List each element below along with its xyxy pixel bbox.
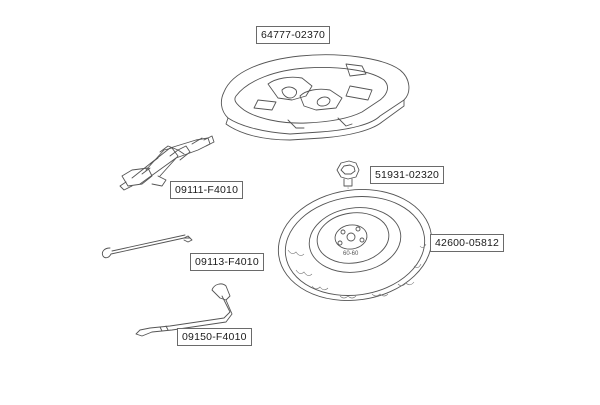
tool-tray-drawing bbox=[220, 54, 410, 141]
spare-tire-drawing: 60-60 bbox=[277, 189, 433, 301]
part-label-spare-tire: 42600-05812 bbox=[430, 234, 505, 252]
part-label-tray: 64777-02370 bbox=[256, 26, 331, 44]
part-label-lug-nut: 51931-02320 bbox=[370, 166, 445, 184]
part-label-wheel-wrench: 09150-F4010 bbox=[177, 328, 252, 346]
wheel-wrench-drawing bbox=[135, 283, 233, 337]
rim-marking: 60-60 bbox=[343, 251, 359, 257]
part-label-jack: 09111-F4010 bbox=[170, 181, 244, 199]
part-label-jack-handle: 09113-F4010 bbox=[190, 253, 264, 271]
jack-handle-drawing bbox=[101, 234, 193, 259]
scissor-jack-drawing bbox=[119, 135, 215, 191]
